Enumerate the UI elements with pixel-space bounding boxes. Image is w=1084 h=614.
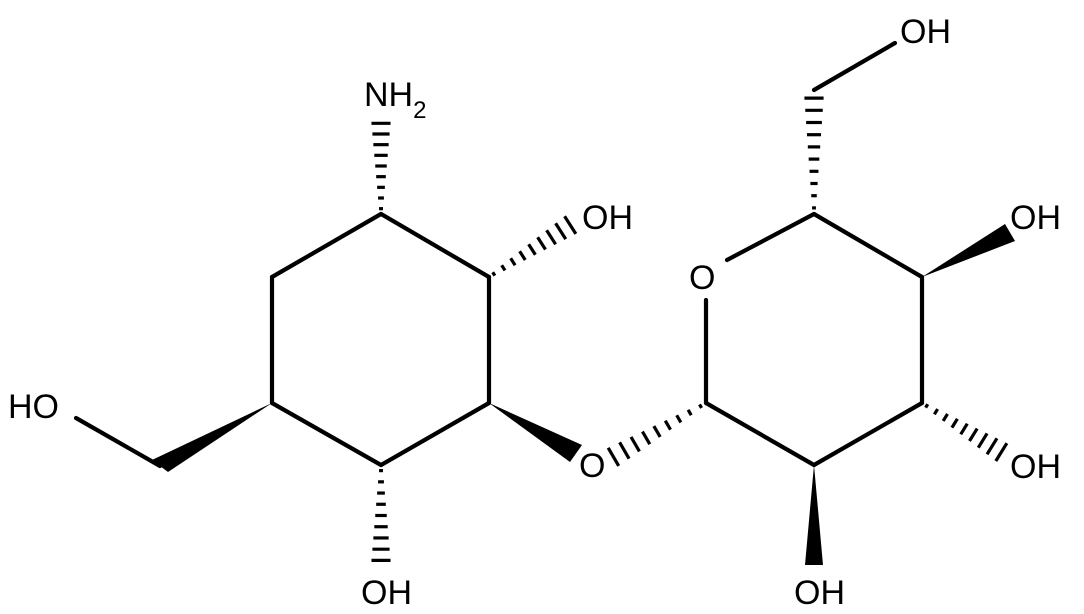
oh-label-right-upper: OH — [1010, 199, 1061, 237]
bond-ch2-oh — [811, 40, 898, 93]
hash-bond-oh-right-lower — [924, 403, 1009, 462]
hash-line — [527, 243, 537, 256]
hash-line — [500, 264, 507, 272]
hydroxymethyl-left — [73, 403, 272, 472]
oh-label-ring-top: OH — [582, 199, 633, 237]
ho-label-left: HO — [8, 388, 59, 426]
wedge-bond-oh-right-upper — [922, 224, 1015, 277]
o-label-bridge: O — [579, 447, 605, 485]
hash-line — [491, 271, 497, 277]
cyclohexane-ring — [269, 211, 492, 468]
hash-bond-oh-top — [491, 215, 578, 277]
oh-label-bottom-right: OH — [794, 574, 845, 612]
hash-line — [933, 408, 939, 416]
hash-line — [618, 441, 631, 460]
hash-line — [641, 430, 652, 445]
hash-line — [629, 436, 641, 453]
hash-bond-oh-bottom-left — [371, 469, 391, 562]
hash-line — [968, 427, 979, 442]
wedge-bond-oh-bottom-right — [805, 465, 823, 565]
hash-line — [545, 229, 557, 246]
hash-line — [563, 215, 578, 235]
hash-line — [994, 442, 1009, 462]
hash-line — [959, 422, 969, 436]
hash-line — [941, 413, 949, 422]
hash-line — [509, 257, 517, 267]
hash-line — [698, 403, 703, 409]
hash-line — [686, 409, 693, 416]
hash-line — [518, 250, 527, 261]
o-label-ring: O — [689, 259, 715, 297]
nh2-label: NH2 — [364, 76, 426, 124]
hash-line — [536, 236, 547, 251]
hash-line — [924, 403, 930, 409]
oh-label-bottom-left: OH — [361, 574, 412, 612]
hash-bond-anomeric — [606, 403, 703, 467]
oh-label-top-right: OH — [900, 13, 951, 51]
hash-line — [554, 222, 568, 240]
hash-line — [976, 432, 989, 449]
hash-line — [652, 425, 662, 438]
wedge-bond — [152, 403, 272, 472]
wedge-bond-bridge — [489, 403, 582, 462]
oh-label-right-lower: OH — [1010, 448, 1061, 486]
pyranose-ring — [703, 211, 925, 468]
hash-line — [675, 414, 683, 424]
hash-line — [950, 417, 959, 429]
hash-line — [985, 437, 999, 456]
hash-bond-nh2 — [371, 121, 391, 211]
hash-bond-ch2oh — [804, 96, 824, 210]
hash-line — [606, 446, 621, 467]
hash-line — [663, 419, 672, 431]
